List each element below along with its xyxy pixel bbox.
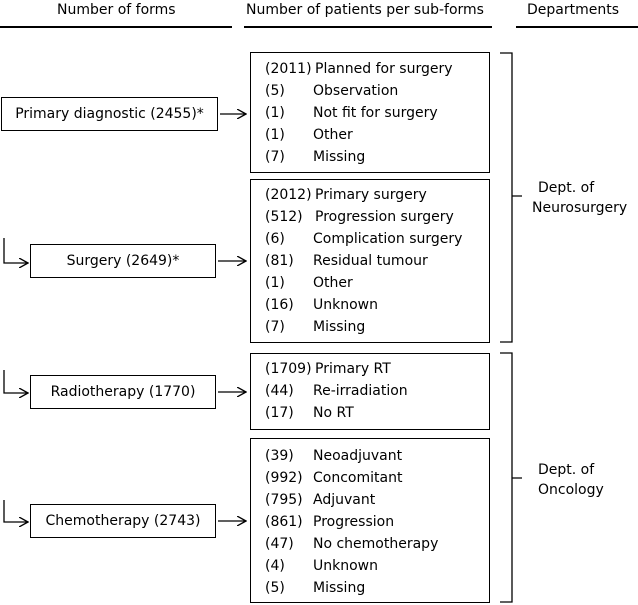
subform-label: Unknown [313,558,378,574]
patient-count: (6) [265,231,285,247]
subform-label: Residual tumour [313,253,428,269]
elbow-arrow-surgery [3,238,28,263]
department-line: Dept. of [538,462,595,478]
patient-count: (7) [265,319,285,335]
patient-count: (81) [265,253,294,269]
patient-count: (861) [265,514,303,530]
subform-box-chemotherapy: (39) Neoadjuvant (992) Concomitant (795) Ad… [250,438,490,603]
patient-count: (16) [265,297,294,313]
department-name: Neurosurgery [532,200,628,216]
department-oncology: Dept. of Oncology [538,460,604,500]
subform-label: Concomitant [313,470,403,486]
patient-count: (795) [265,492,303,508]
subform-label: Not fit for surgery [313,105,438,121]
subform-label: Progression [313,514,395,530]
patient-count: (7) [265,149,285,165]
subform-label: No RT [313,405,354,421]
subform-label: Missing [313,580,366,596]
form-box-radiotherapy: Radiotherapy (1770) [30,375,216,409]
header-rule-departments [516,26,638,28]
subform-label: No chemotherapy [313,536,439,552]
patient-count: (47) [265,536,294,552]
form-box-primary-diagnostic: Primary diagnostic (2455)* [1,97,218,131]
subform-label: Planned for surgery [315,61,453,77]
patient-count: (1) [265,105,285,121]
form-label: Chemotherapy (2743) [45,513,201,529]
subform-box-surgery: (2012)Primary surgery (512) Progression s… [250,179,490,343]
subform-box-primary-diagnostic: (2011)Planned for surgery (5) Observation… [250,52,490,173]
subform-box-radiotherapy: (1709)Primary RT (44) Re-irradiation (17)… [250,353,490,430]
header-patients-per-subform: Number of patients per sub-forms [246,2,484,18]
elbow-arrow-chemotherapy [3,500,28,522]
form-label: Primary diagnostic (2455)* [15,106,204,122]
subform-label: Primary RT [315,361,391,377]
subform-label: Adjuvant [313,492,376,508]
header-rule-forms [0,26,232,28]
form-box-chemotherapy: Chemotherapy (2743) [30,504,216,538]
header-rule-patients [244,26,492,28]
subform-label: Neoadjuvant [313,448,403,464]
form-box-surgery: Surgery (2649)* [30,244,216,278]
header-departments: Departments [527,2,620,18]
subform-label: Progression surgery [315,209,454,225]
subform-label: Unknown [313,297,378,313]
patient-count: (1) [265,275,285,291]
patient-count: (1) [265,127,285,143]
subform-label: Other [313,275,353,291]
department-neurosurgery: Dept. of Neurosurgery [532,178,627,218]
form-label: Radiotherapy (1770) [50,384,196,400]
brace-oncology [500,352,522,603]
subform-label: Primary surgery [315,187,427,203]
patient-count: (2012) [265,187,312,203]
patient-count: (1709) [265,361,312,377]
patient-count: (44) [265,383,294,399]
department-line: Dept. of [538,180,595,196]
patient-count: (992) [265,470,303,486]
patient-count: (17) [265,405,294,421]
patient-count: (512) [265,209,303,225]
patient-count: (2011) [265,61,312,77]
elbow-arrow-radiotherapy [3,370,28,393]
subform-label: Observation [313,83,399,99]
subform-label: Re-irradiation [313,383,408,399]
brace-neurosurgery [500,52,522,343]
subform-label: Complication surgery [313,231,463,247]
subform-label: Missing [313,149,366,165]
subform-label: Other [313,127,353,143]
form-label: Surgery (2649)* [66,253,180,269]
header-number-of-forms: Number of forms [57,2,176,18]
patient-count: (4) [265,558,285,574]
patient-count: (5) [265,83,285,99]
patient-count: (5) [265,580,285,596]
department-name: Oncology [538,482,604,498]
subform-label: Missing [313,319,366,335]
patient-count: (39) [265,448,294,464]
